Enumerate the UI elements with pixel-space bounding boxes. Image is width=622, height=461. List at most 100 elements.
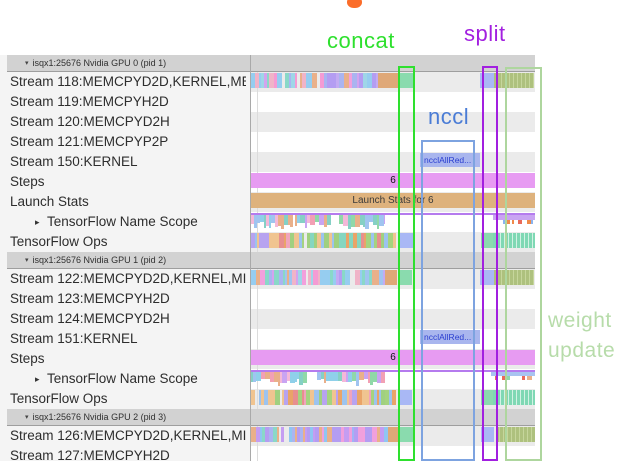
trace-event[interactable] xyxy=(277,427,279,442)
trace-event[interactable] xyxy=(327,427,332,442)
trace-event[interactable] xyxy=(285,270,287,285)
trace-event[interactable] xyxy=(346,372,348,382)
trace-event[interactable] xyxy=(332,427,337,442)
trace-event[interactable] xyxy=(527,220,531,224)
nccl-allreduce-event[interactable]: ncclAllRed... xyxy=(420,330,480,344)
trace-event[interactable] xyxy=(259,73,261,88)
trace-event-block[interactable] xyxy=(398,233,413,248)
trace-event[interactable] xyxy=(260,215,264,222)
trace-event[interactable] xyxy=(315,427,319,442)
trace-event[interactable] xyxy=(374,270,379,285)
trace-event[interactable] xyxy=(282,390,284,405)
trace-event[interactable] xyxy=(278,215,281,226)
trace-event[interactable] xyxy=(310,215,315,225)
trace-event[interactable] xyxy=(346,233,349,248)
trace-event[interactable] xyxy=(327,215,331,225)
trace-event[interactable] xyxy=(392,390,396,405)
trace-event[interactable] xyxy=(393,233,396,248)
trace-event[interactable] xyxy=(325,270,330,285)
trace-event[interactable] xyxy=(290,372,295,383)
trace-event[interactable] xyxy=(364,233,366,248)
trace-event[interactable] xyxy=(251,73,255,88)
trace-event[interactable] xyxy=(357,390,362,405)
trace-event[interactable] xyxy=(321,372,324,379)
trace-event[interactable] xyxy=(269,73,272,88)
trace-event[interactable] xyxy=(503,220,506,224)
trace-event[interactable] xyxy=(274,73,277,88)
trace-event[interactable] xyxy=(291,73,295,88)
trace-event[interactable] xyxy=(338,372,342,381)
trace-events-dense[interactable] xyxy=(251,73,378,88)
trace-event[interactable] xyxy=(251,427,256,442)
trace-event[interactable] xyxy=(349,233,353,248)
trace-event[interactable] xyxy=(277,73,282,88)
trace-event[interactable] xyxy=(284,215,288,225)
trace-event[interactable] xyxy=(352,372,356,381)
trace-event[interactable] xyxy=(329,233,332,248)
trace-event[interactable] xyxy=(363,73,367,88)
trace-event-block[interactable] xyxy=(398,270,412,285)
trace-event[interactable] xyxy=(261,390,264,405)
trace-event[interactable] xyxy=(292,427,295,442)
trace-event[interactable] xyxy=(343,215,348,226)
trace-event[interactable] xyxy=(377,390,379,405)
trace-event[interactable] xyxy=(324,390,327,405)
trace-event[interactable] xyxy=(256,427,260,442)
trace-event[interactable] xyxy=(349,390,352,405)
trace-event[interactable] xyxy=(324,233,329,248)
weight-update-events[interactable] xyxy=(494,270,534,285)
trace-event[interactable] xyxy=(288,390,293,405)
trace-event[interactable] xyxy=(295,427,297,442)
name-scope-flame-events[interactable] xyxy=(251,215,385,231)
trace-event[interactable] xyxy=(282,372,287,383)
trace-event[interactable] xyxy=(384,215,385,224)
trace-event[interactable] xyxy=(363,427,365,442)
trace-event-block[interactable] xyxy=(493,215,535,220)
trace-event[interactable] xyxy=(368,372,370,383)
trace-event[interactable] xyxy=(379,390,381,405)
trace-event[interactable] xyxy=(372,427,377,442)
trace-event[interactable] xyxy=(369,270,372,285)
trace-event[interactable] xyxy=(374,233,377,248)
trace-event[interactable] xyxy=(362,270,365,285)
trace-event[interactable] xyxy=(280,372,282,383)
trace-event[interactable] xyxy=(281,215,284,229)
trace-event[interactable] xyxy=(272,270,274,285)
trace-event-block[interactable] xyxy=(398,73,414,88)
trace-event[interactable] xyxy=(384,427,388,442)
trace-event[interactable] xyxy=(265,427,269,442)
trace-event[interactable] xyxy=(297,215,300,223)
trace-events-dense[interactable] xyxy=(251,270,385,285)
trace-event[interactable] xyxy=(319,427,322,442)
trace-event[interactable] xyxy=(373,372,377,382)
trace-event[interactable] xyxy=(269,427,273,442)
trace-event[interactable] xyxy=(367,427,372,442)
trace-event[interactable] xyxy=(505,376,510,380)
trace-event[interactable] xyxy=(273,427,277,442)
trace-event[interactable] xyxy=(381,372,385,383)
trace-events-dense[interactable] xyxy=(251,427,388,442)
trace-event[interactable] xyxy=(364,372,368,379)
trace-event[interactable] xyxy=(354,427,358,442)
trace-event[interactable] xyxy=(303,427,305,442)
expand-arrow-icon[interactable]: ▸ xyxy=(35,374,40,384)
trace-event[interactable] xyxy=(297,372,299,379)
trace-event[interactable] xyxy=(371,390,374,405)
trace-event[interactable] xyxy=(506,220,510,224)
trace-event[interactable] xyxy=(380,427,384,442)
trace-event[interactable] xyxy=(336,390,338,405)
trace-event[interactable] xyxy=(308,270,311,285)
trace-event[interactable] xyxy=(310,427,313,442)
trace-event[interactable] xyxy=(376,73,378,88)
trace-event[interactable] xyxy=(289,270,292,285)
trace-event[interactable] xyxy=(344,427,349,442)
trace-event[interactable] xyxy=(332,73,336,88)
trace-event[interactable] xyxy=(259,233,263,248)
trace-event[interactable] xyxy=(306,73,310,88)
trace-event-block[interactable] xyxy=(388,427,400,442)
trace-event[interactable] xyxy=(295,215,297,226)
trace-event[interactable] xyxy=(290,233,294,248)
trace-event-block[interactable] xyxy=(481,390,493,405)
trace-event[interactable] xyxy=(355,270,360,285)
trace-event[interactable] xyxy=(522,376,525,380)
